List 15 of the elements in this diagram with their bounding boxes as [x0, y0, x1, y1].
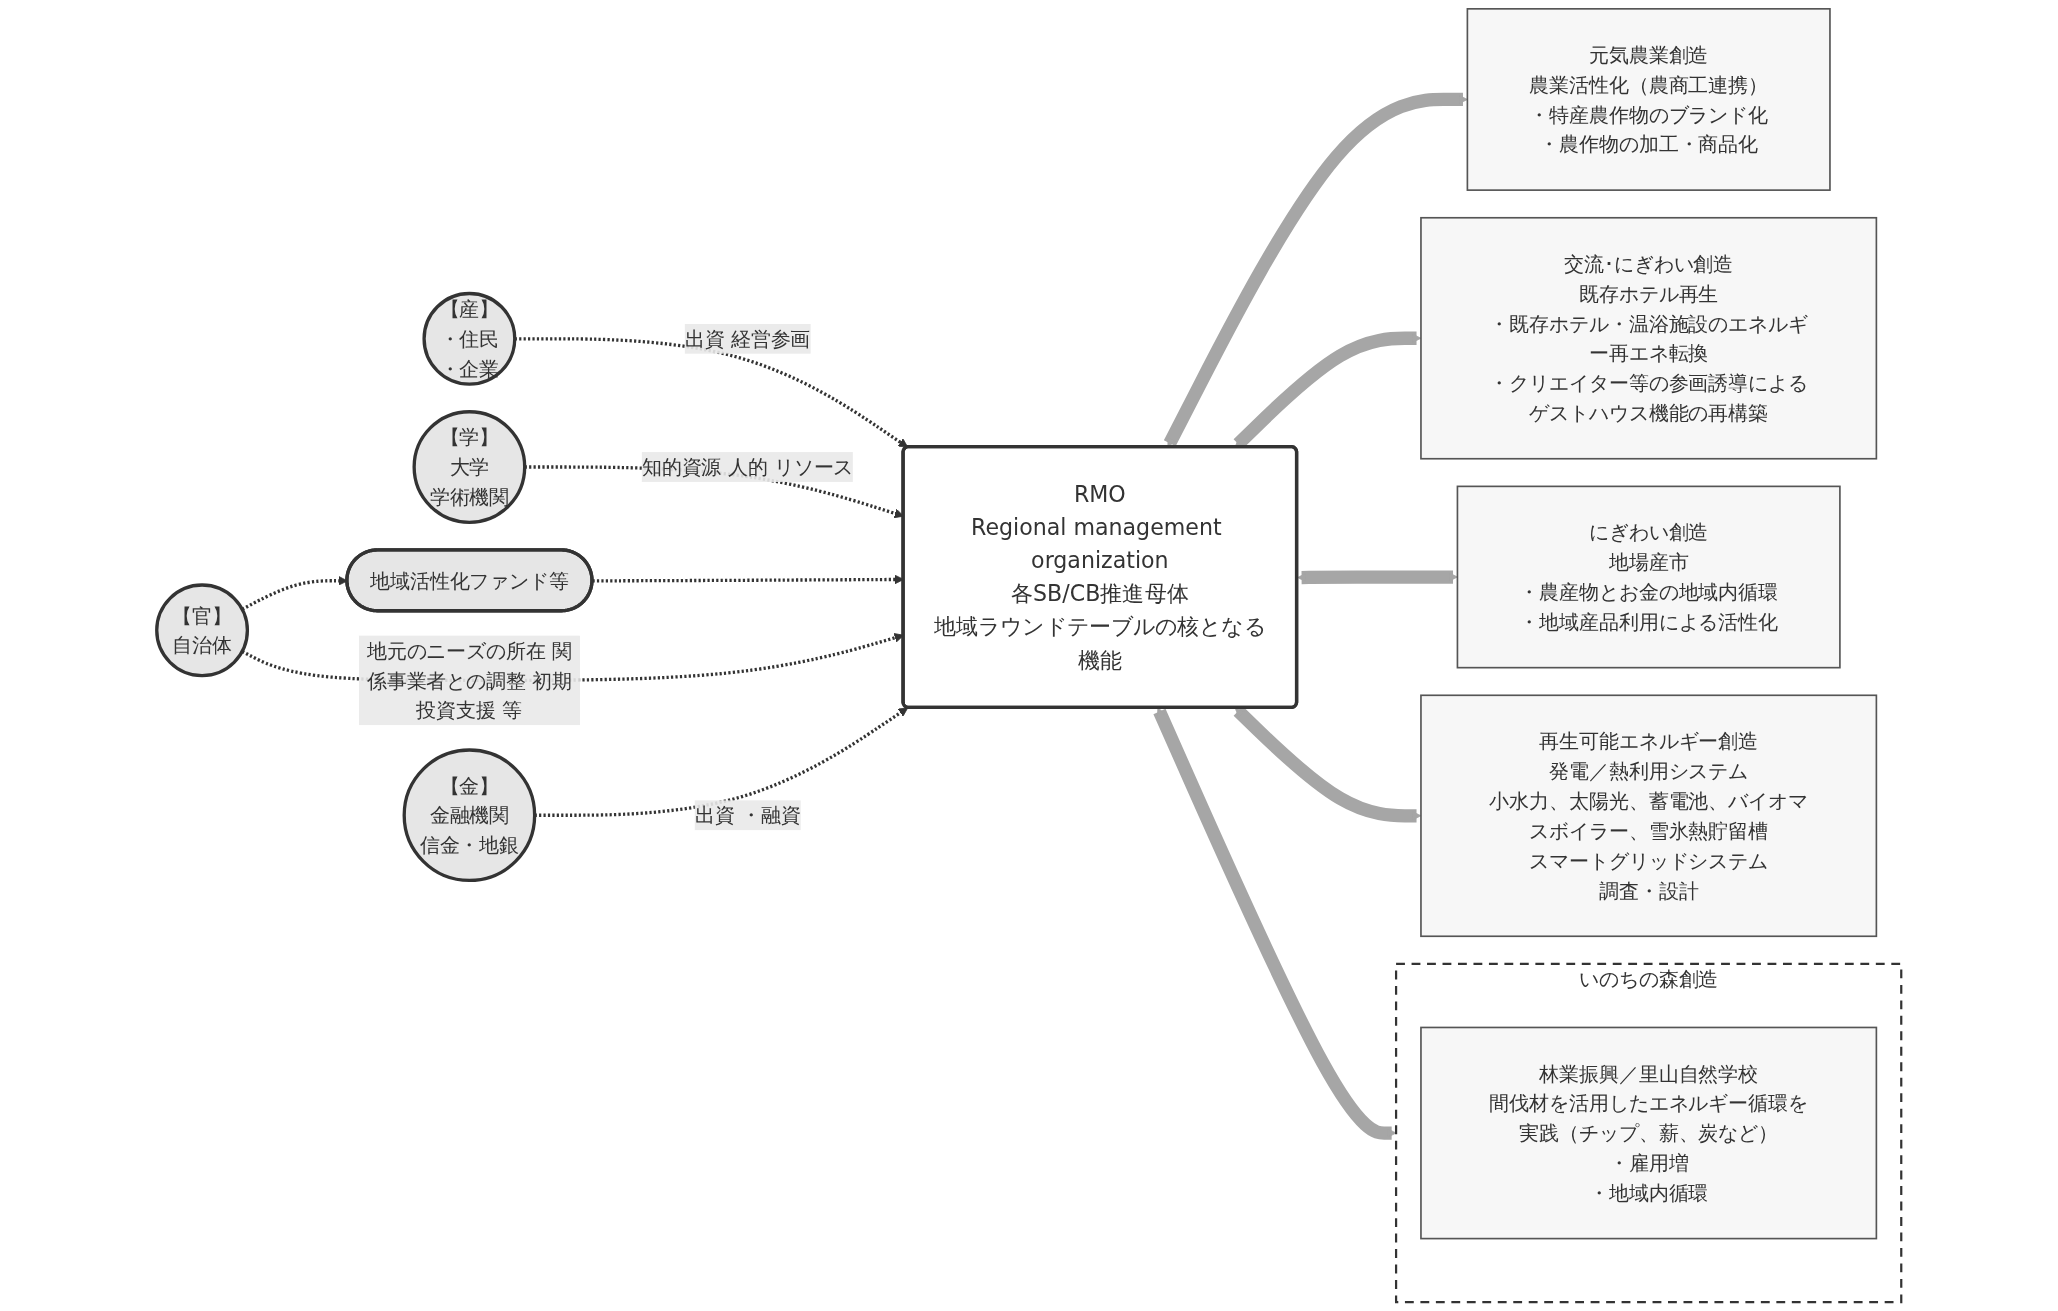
- node-circle: 【金】 金融機関 信金・地銀: [402, 748, 537, 883]
- node-box: 交流･にぎわい創造 既存ホテル再生 ・既存ホテル・温浴施設のエネルギー再エネ転換 ・クリエイター等の参画誘導によるゲストハウス機能の再構築: [1420, 216, 1878, 460]
- edge-label: 地元のニーズの所在 関係事業者との調整 初期投資支援 等: [366, 638, 573, 722]
- node-box: 再生可能エネルギー創造 発電／熱利用システム 小水力、太陽光、蓄電池、バイオマスボイラー、雪氷熱貯留槽 スマートグリッドシステム 調査・設計: [1420, 694, 1878, 938]
- node-box: 林業振興／里山自然学校 間伐材を活用したエネルギー循環を実践（チップ、薪、炭など） ・雇用増 ・地域内循環: [1420, 1026, 1878, 1240]
- edge-label: 出資 ・融資: [694, 803, 801, 827]
- node-box: 元気農業創造 農業活性化（農商工連携） ・特産農作物のブランド化 ・農作物の加工・商品化: [1466, 8, 1831, 191]
- edge-label: 知的資源 人的 リソース: [641, 455, 854, 479]
- node-box: にぎわい創造 地場産市 ・農産物とお金の地域内循環 ・地域産品利用による活性化: [1456, 485, 1841, 669]
- node-circle: 【学】 大学 学術機関: [412, 410, 527, 524]
- arrow: [1153, 707, 1397, 1140]
- node-circle: 【産】 ・住民 ・企業: [422, 291, 517, 386]
- edge-label: 出資 経営参画: [684, 327, 811, 351]
- arrow: [1297, 570, 1458, 585]
- node-circle: 【官】 自治体: [155, 583, 250, 678]
